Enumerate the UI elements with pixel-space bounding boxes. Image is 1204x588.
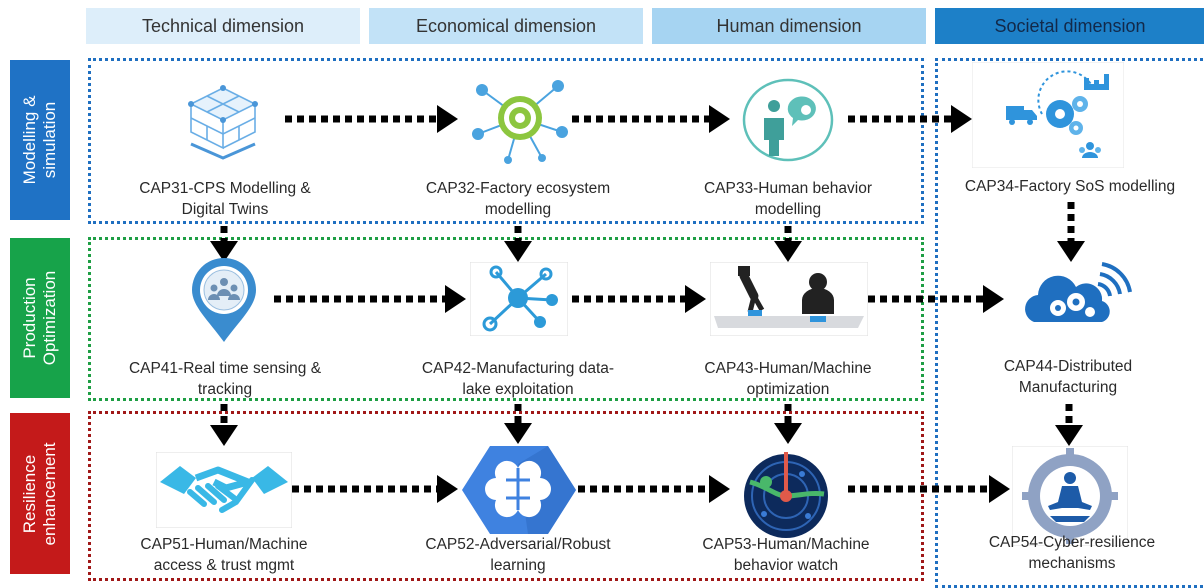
location-pin-people-icon [192,258,256,342]
person-speech-icon [742,78,834,162]
header-societal: Societal dimension [935,8,1204,44]
cap41-caption: CAP41-Real time sensing &tracking [128,360,322,398]
cloud-gears-wifi-icon [1025,262,1132,322]
handshake-icon [156,452,292,528]
header-economical: Economical dimension [369,8,643,44]
header-technical: Technical dimension [86,8,360,44]
network-nodes-icon [470,262,568,336]
cube-grid-icon [188,85,258,160]
row-label-modelling: Modelling & simulation [10,60,70,220]
robot-arm-person-icon [710,262,868,336]
row-label-resilience: Resilience enhancement [10,413,70,574]
truck-gears-factory-icon [972,62,1124,168]
arrows-layer [210,105,1085,503]
row-label-production: Production Optimization [10,238,70,398]
cap42-caption: CAP42-Manufacturing data-lake exploitati… [421,360,615,398]
modelling-frame [88,58,924,224]
cap31-caption: CAP31-CPS Modelling &Digital Twins [139,180,311,218]
brain-ai-icon [462,446,576,534]
meditation-gear-icon [1012,446,1128,546]
cap34-caption: CAP34-Factory SoS modelling [964,178,1176,195]
behavior-radar-icon [744,452,828,538]
header-human: Human dimension [652,8,926,44]
production-frame [88,237,924,401]
gear-network-icon [472,80,568,164]
